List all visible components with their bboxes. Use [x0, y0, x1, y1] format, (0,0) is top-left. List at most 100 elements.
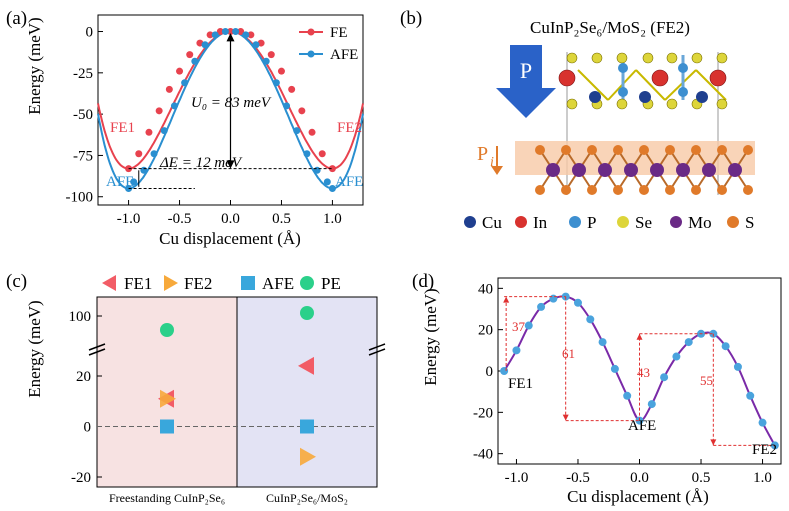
se-atom — [566, 52, 578, 64]
s-atom — [561, 145, 571, 155]
mo-atom — [650, 163, 664, 177]
structure-title: CuInP₂Se₆/MoS₂ (FE2) — [530, 18, 690, 37]
s-atom — [535, 185, 545, 195]
panel-d-xtick-label: 1.0 — [753, 470, 772, 486]
legend-marker-afe — [241, 276, 255, 290]
point-afe — [160, 419, 174, 434]
afe-point — [150, 150, 158, 158]
annotation-d-37: 37 — [512, 319, 526, 334]
energy-point — [721, 342, 730, 351]
panel-c-ytick-label: 0 — [84, 420, 92, 436]
s-atom — [665, 145, 675, 155]
fe-point — [328, 165, 336, 173]
fe-point — [145, 128, 153, 136]
afe-point — [323, 178, 331, 186]
energy-point — [684, 338, 693, 347]
legend-atom-in — [515, 216, 527, 228]
panel-a-ytick-label: 0 — [86, 25, 94, 41]
cu-atom — [589, 91, 601, 103]
fe-point — [206, 31, 214, 39]
mo-atom — [572, 163, 586, 177]
afe-point — [160, 127, 168, 135]
fe-point — [135, 150, 143, 158]
panel-d-plot — [500, 292, 779, 450]
polarization-arrow — [496, 45, 556, 118]
legend-atom-mo — [670, 216, 682, 228]
fe-point — [227, 28, 234, 36]
panel-a-xtick-label: -0.5 — [168, 211, 192, 227]
annotation-d-55: 55 — [700, 373, 713, 388]
bond — [664, 69, 697, 101]
axis-break-right — [368, 343, 386, 356]
mo-atom — [728, 163, 742, 177]
legend-label-fe1: FE1 — [124, 274, 152, 293]
interface-polarization-label: P — [477, 143, 488, 165]
fe-point — [267, 51, 275, 59]
s-atom — [613, 145, 623, 155]
afe-point — [328, 184, 336, 192]
afe-point — [140, 166, 148, 174]
panel-c-ytick-label: -20 — [71, 470, 91, 486]
bond — [577, 69, 609, 101]
energy-point — [500, 367, 509, 375]
energy-point — [512, 346, 521, 355]
afe-point — [252, 41, 260, 49]
interface-polarization-sub: i — [490, 155, 494, 170]
point-fe2 — [160, 389, 176, 408]
u0-arrow-head-down — [226, 160, 235, 169]
energy-point — [573, 298, 582, 307]
legend-marker-fe1 — [102, 275, 116, 291]
cu-atom — [696, 91, 708, 103]
s-atom — [639, 185, 649, 195]
annotation-fe1: FE1 — [110, 120, 135, 136]
panel-d-xtick-label: -1.0 — [505, 470, 529, 486]
annotation-d-afe: AFE — [628, 418, 656, 434]
legend-label-mo: Mo — [688, 213, 712, 232]
s-atom — [743, 145, 753, 155]
s-atom — [587, 145, 597, 155]
fe-point — [165, 85, 173, 93]
annotation-d-fe1: FE1 — [508, 376, 533, 392]
panel-a-xtick-label: 1.0 — [323, 211, 342, 227]
panel-a-ylabel: Energy (meV) — [25, 17, 44, 114]
panel-a-xtick-label: 0.5 — [272, 211, 291, 227]
afe-point — [313, 166, 321, 174]
afe-point — [232, 28, 240, 36]
panel-b-tag: (b) — [400, 8, 422, 29]
panel-d-xlabel: Cu displacement (Å) — [567, 487, 709, 506]
s-atom — [665, 185, 675, 195]
energy-point — [610, 364, 619, 373]
polarization-label: P — [520, 58, 532, 83]
afe-point — [272, 79, 280, 87]
point-pe — [300, 306, 314, 320]
panel-d-tag: (d) — [412, 271, 434, 292]
point-afe — [300, 419, 314, 434]
mo-atom — [676, 163, 690, 177]
energy-point — [623, 391, 632, 400]
panel-d-ytick-label: -20 — [473, 405, 493, 421]
point-fe2 — [300, 447, 316, 466]
afe-point — [181, 79, 189, 87]
crystal-structure — [491, 45, 755, 195]
s-atom — [743, 185, 753, 195]
category-freestanding: Freestanding CuInP₂Se₆ — [109, 491, 225, 505]
s-atom — [613, 185, 623, 195]
panel-d-xtick-label: -0.5 — [566, 470, 590, 486]
afe-point — [211, 31, 219, 39]
axis-break-left — [88, 343, 106, 356]
se-atom — [591, 52, 603, 64]
se-atom — [566, 98, 578, 110]
se-atom — [642, 52, 654, 64]
legend-fe-label: FE — [330, 25, 348, 41]
se-atom — [666, 98, 678, 110]
s-atom — [587, 185, 597, 195]
mo-atom — [546, 163, 560, 177]
energy-point — [672, 352, 681, 361]
fe-point — [176, 67, 184, 75]
legend-label-s: S — [745, 213, 754, 232]
